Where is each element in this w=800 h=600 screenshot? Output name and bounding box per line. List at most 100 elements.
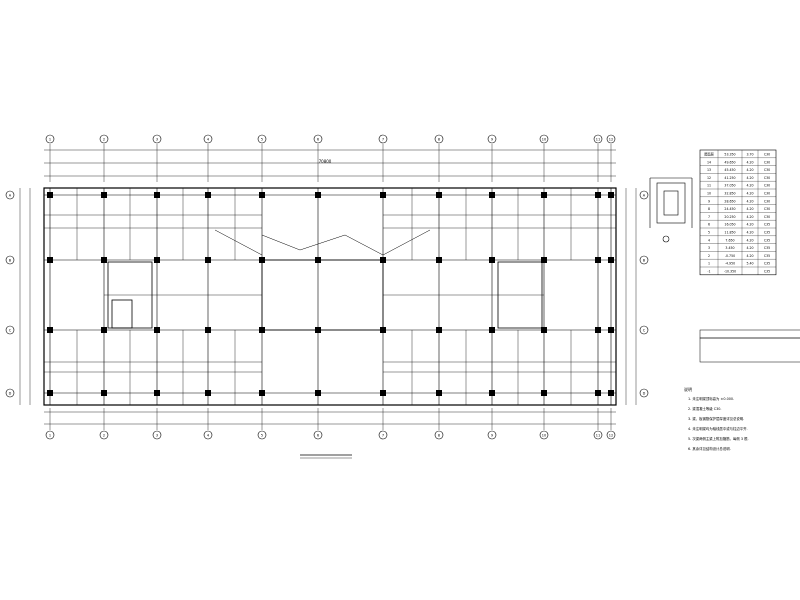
axis-label-bottom: 3 [156, 434, 158, 438]
floor-table-cell: C30 [764, 199, 770, 203]
column [436, 327, 442, 333]
axis-bubble-top [434, 134, 444, 144]
column [436, 192, 442, 198]
column [259, 192, 265, 198]
axis-bubble-top [313, 134, 323, 144]
floor-table-cell: 12 [707, 176, 711, 180]
axis-bubble-top [203, 134, 213, 144]
floor-table-cell: 4.20 [746, 238, 753, 242]
column [101, 390, 107, 396]
column [436, 257, 442, 263]
floor-table-cell: 7.650 [725, 238, 734, 242]
column [259, 327, 265, 333]
floor-table-cell: 4.20 [746, 223, 753, 227]
core-2 [111, 299, 133, 329]
axis-label-right: D [643, 392, 646, 396]
floor-table-cell: 4.20 [746, 184, 753, 188]
floor-table-cell: 11.850 [724, 231, 735, 235]
floor-table-cell: -10.350 [724, 270, 736, 274]
axis-bubble-bottom [378, 430, 388, 440]
floor-table-cell: -1 [707, 270, 710, 274]
floor-table-cell: C35 [764, 262, 770, 266]
floor-table-cell: 7 [708, 215, 710, 219]
note-item: 1. 未注明梁顶标高为 ±0.000. [688, 396, 734, 401]
axis-label-bottom: 5 [261, 434, 263, 438]
note-item: 4. 未注明梁均为轴线居中或与柱边平齐. [688, 426, 748, 431]
floor-table-cell: 4.20 [746, 160, 753, 164]
floor-table-cell: -4.950 [725, 262, 735, 266]
floor-table-cell: C30 [764, 176, 770, 180]
floor-table-cell: 3.70 [746, 153, 753, 157]
axis-label-top: 7 [382, 138, 384, 142]
column [608, 257, 614, 263]
column [154, 192, 160, 198]
column [259, 390, 265, 396]
core-1 [497, 261, 543, 329]
column [315, 327, 321, 333]
axis-bubble-bottom [539, 430, 549, 440]
floor-table-cell: 10 [707, 192, 711, 196]
axis-bubble-top [593, 134, 603, 144]
beam-schedule-table [699, 329, 800, 363]
column [315, 192, 321, 198]
column [608, 390, 614, 396]
floor-table-cell: 11 [707, 184, 711, 188]
axis-label-bottom: 4 [207, 434, 210, 438]
axis-label-top: 8 [438, 138, 440, 142]
column [541, 390, 547, 396]
column [101, 192, 107, 198]
axis-label-right: A [643, 194, 646, 198]
column [595, 327, 601, 333]
axis-label-bottom: 8 [438, 434, 440, 438]
column [205, 257, 211, 263]
floor-table-cell: 9 [708, 199, 710, 203]
axis-label-top: 1 [49, 138, 51, 142]
column [205, 192, 211, 198]
note-item: 6. 其余详见结构设计总说明. [688, 446, 731, 451]
axis-label-left: B [9, 259, 12, 263]
diagonal-beam-4 [382, 229, 431, 256]
diagonal-beam-1 [261, 234, 301, 251]
diagonal-beam-3 [344, 234, 384, 256]
column-section-detail [649, 177, 693, 243]
axis-bubble-bottom [99, 430, 109, 440]
column [154, 257, 160, 263]
axis-bubble-right [639, 255, 649, 265]
floor-table-cell: 2 [708, 254, 710, 258]
notes-title: 说明 [684, 386, 692, 392]
axis-bubble-bottom [434, 430, 444, 440]
floor-table-cell: 13 [707, 168, 711, 172]
floor-table-cell: 37.050 [724, 184, 735, 188]
floor-table-cell: 24.450 [724, 207, 735, 211]
axis-label-bottom: 2 [103, 434, 105, 438]
floor-table-cell: C35 [764, 270, 770, 274]
note-item: 5. 次梁两侧主梁上附加箍筋，每侧 3 根. [688, 436, 749, 441]
floor-table-cell: 4.20 [746, 231, 753, 235]
column [595, 192, 601, 198]
axis-label-top: 9 [491, 138, 493, 142]
axis-label-bottom: 6 [317, 434, 319, 438]
axis-bubble-bottom [152, 430, 162, 440]
axis-label-bottom: 10 [542, 434, 546, 438]
floor-table-cell: C35 [764, 254, 770, 258]
axis-label-top: 4 [207, 138, 210, 142]
floor-table-cell: C30 [764, 215, 770, 219]
axis-label-right: B [643, 259, 646, 263]
court-opening [261, 259, 384, 331]
axis-label-bottom: 7 [382, 434, 384, 438]
column [47, 327, 53, 333]
column [47, 192, 53, 198]
axis-bubble-left [5, 325, 15, 335]
axis-bubble-bottom [45, 430, 55, 440]
floor-table-cell: 5 [708, 231, 710, 235]
axis-bubble-right [639, 190, 649, 200]
axis-bubble-right [639, 325, 649, 335]
column [259, 257, 265, 263]
axis-label-top: 6 [317, 138, 319, 142]
floor-table-cell: 4.20 [746, 246, 753, 250]
floor-table-cell: 4.20 [746, 176, 753, 180]
floor-table-cell: 41.250 [724, 176, 735, 180]
